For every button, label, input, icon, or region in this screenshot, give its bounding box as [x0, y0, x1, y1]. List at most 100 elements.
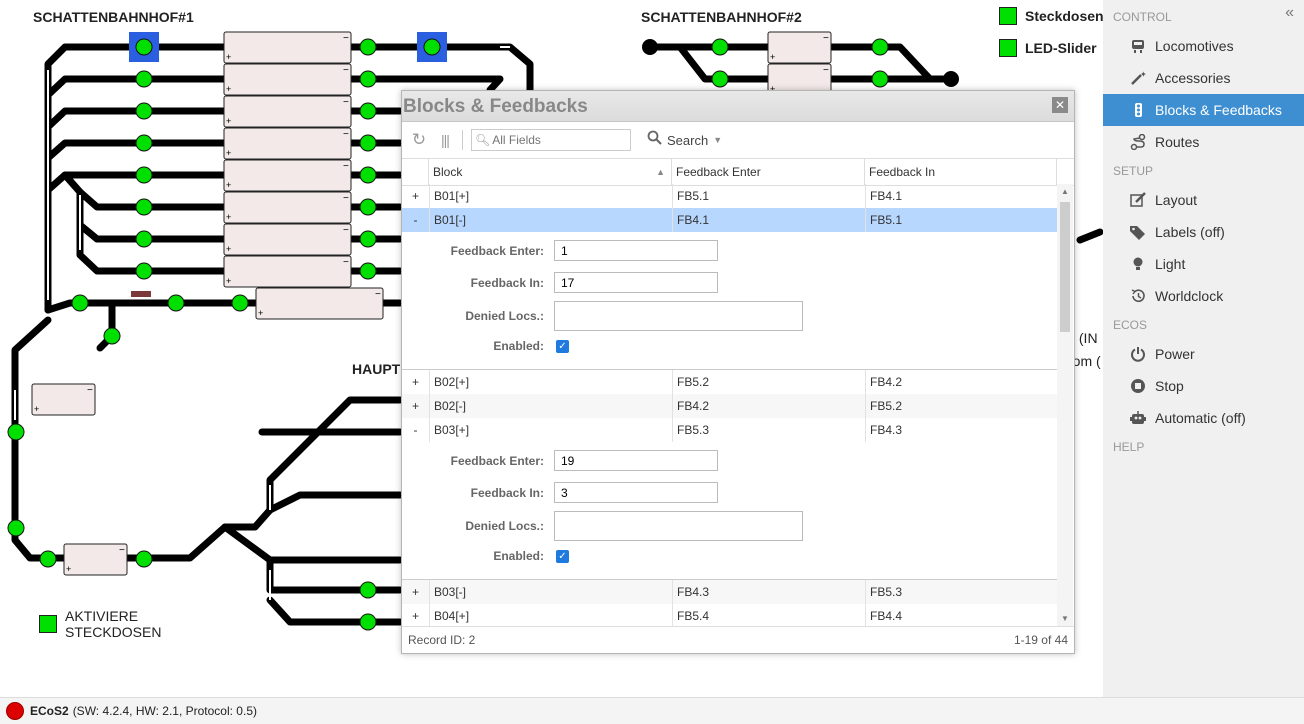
- cell-feedback-enter: FB4.2: [672, 394, 865, 418]
- block-plus-marker: +: [66, 564, 71, 574]
- block-plus-marker: +: [226, 244, 231, 254]
- table-row[interactable]: + B03[-] FB4.3 FB5.3: [402, 580, 1057, 604]
- table-row[interactable]: + B02[+] FB5.2 FB4.2: [402, 370, 1057, 394]
- cell-feedback-in: FB5.1: [865, 208, 1057, 232]
- feedback-enter-field[interactable]: [554, 450, 718, 471]
- column-header-block[interactable]: Block ▲: [429, 159, 672, 185]
- dialog-toolbar: ↻ ||| 🔍︎ Search ▼: [402, 122, 1074, 159]
- track-layout: +−+−+−+−+−+−+−+−+−+−+−+−+− SCHATTENBAHNH…: [7, 7, 1104, 640]
- sidebar-item-label: Light: [1155, 256, 1186, 272]
- sidebar-item-routes[interactable]: Routes: [1103, 126, 1304, 158]
- enabled-checkbox[interactable]: ✓: [556, 339, 569, 353]
- block-plus-marker: +: [258, 308, 263, 318]
- sidebar-item-label: Accessories: [1155, 70, 1231, 86]
- expand-toggle[interactable]: +: [411, 585, 419, 599]
- sidebar-item-light[interactable]: Light: [1103, 248, 1304, 280]
- sidebar-item-labels[interactable]: Labels (off): [1103, 216, 1304, 248]
- reload-icon[interactable]: ↻: [411, 130, 427, 149]
- power-icon: [1129, 345, 1147, 363]
- expand-toggle[interactable]: +: [411, 375, 419, 389]
- status-bar: ECoS2 (SW: 4.2.4, HW: 2.1, Protocol: 0.5…: [0, 697, 1304, 724]
- table-row[interactable]: - B03[+] FB5.3 FB4.3: [402, 418, 1057, 442]
- sidebar-item-automatic[interactable]: Automatic (off): [1103, 402, 1304, 434]
- row-detail-panel: Feedback Enter: Feedback In: Denied Locs…: [402, 232, 1057, 370]
- dialog-title: Blocks & Feedbacks: [403, 96, 588, 117]
- scroll-up-icon[interactable]: ▲: [1061, 187, 1069, 196]
- aktiviere-steckdosen-toggle[interactable]: AKTIVIERE STECKDOSEN: [39, 608, 161, 640]
- section-ecos: ECOS: [1113, 318, 1148, 332]
- grid-scrollbar[interactable]: ▲ ▼: [1057, 184, 1073, 626]
- table-row[interactable]: + B01[+] FB5.1 FB4.1: [402, 184, 1057, 208]
- block-minus-marker: −: [343, 225, 349, 236]
- search-field[interactable]: 🔍︎: [471, 129, 631, 151]
- sidebar-item-worldclock[interactable]: Worldclock: [1103, 280, 1304, 312]
- block-minus-marker: −: [823, 33, 829, 44]
- scrollbar-thumb[interactable]: [1060, 202, 1070, 332]
- enabled-checkbox[interactable]: ✓: [556, 549, 569, 563]
- block-minus-marker: −: [823, 65, 829, 76]
- search-input[interactable]: [490, 132, 625, 148]
- columns-icon[interactable]: |||: [441, 132, 450, 148]
- close-icon[interactable]: ✕: [1052, 97, 1068, 113]
- sidebar-item-layout[interactable]: Layout: [1103, 184, 1304, 216]
- collapse-sidebar-icon[interactable]: «: [1285, 4, 1294, 21]
- aktiviere-label-line1: AKTIVIERE: [65, 608, 139, 624]
- sidebar-item-label: Labels (off): [1155, 224, 1225, 240]
- denied-locs-field[interactable]: [554, 301, 803, 331]
- steckdosen-indicator: [999, 7, 1017, 25]
- steckdosen-toggle[interactable]: Steckdosen: [999, 7, 1104, 25]
- denied-locs-field[interactable]: [554, 511, 803, 541]
- column-header-feedback-enter[interactable]: Feedback Enter: [672, 159, 865, 185]
- column-header-label: Block: [433, 165, 463, 179]
- block-minus-marker: −: [343, 193, 349, 204]
- dialog-titlebar[interactable]: Blocks & Feedbacks ✕: [402, 91, 1074, 122]
- cell-feedback-enter: FB5.2: [672, 370, 865, 394]
- cell-feedback-in: FB4.2: [865, 370, 1057, 394]
- search-small-icon: 🔍︎: [475, 133, 491, 147]
- block-minus-marker: −: [87, 385, 93, 396]
- feedback-in-field[interactable]: [554, 272, 718, 293]
- table-row[interactable]: - B01[-] FB4.1 FB5.1: [402, 208, 1057, 232]
- table-row[interactable]: + B02[-] FB4.2 FB5.2: [402, 394, 1057, 418]
- expand-toggle[interactable]: +: [411, 399, 419, 413]
- cell-feedback-enter: FB4.1: [672, 208, 865, 232]
- power-status-icon[interactable]: [6, 702, 24, 720]
- block-plus-marker: +: [226, 180, 231, 190]
- expand-toggle[interactable]: +: [411, 189, 419, 203]
- cell-block: B03[-]: [429, 580, 672, 604]
- scroll-down-icon[interactable]: ▼: [1061, 614, 1069, 623]
- feedback-enter-label: Feedback Enter:: [450, 453, 544, 468]
- search-button[interactable]: Search ▼: [647, 130, 722, 150]
- record-range: 1-19 of 44: [1013, 633, 1068, 647]
- block-minus-marker: −: [343, 33, 349, 44]
- sidebar-item-blocks-feedbacks[interactable]: Blocks & Feedbacks: [1103, 94, 1304, 126]
- expand-toggle[interactable]: -: [413, 423, 418, 437]
- expand-toggle[interactable]: +: [411, 609, 419, 623]
- expand-column-header: [402, 159, 429, 185]
- led-slider-toggle[interactable]: LED-Slider: [999, 39, 1097, 57]
- dialog-footer: Record ID: 2 1-19 of 44: [402, 626, 1074, 653]
- record-id: Record ID: 2: [408, 633, 476, 647]
- column-header-feedback-in[interactable]: Feedback In: [865, 159, 1057, 185]
- sidebar-item-locomotives[interactable]: Locomotives: [1103, 30, 1304, 62]
- column-header-label: Feedback In: [869, 165, 936, 179]
- sidebar-item-label: Blocks & Feedbacks: [1155, 102, 1282, 118]
- table-row[interactable]: + B04[+] FB5.4 FB4.4: [402, 604, 1057, 626]
- feedback-in-field[interactable]: [554, 482, 718, 503]
- sidebar-item-label: Routes: [1155, 134, 1200, 150]
- led-slider-label: LED-Slider: [1025, 40, 1097, 56]
- sidebar-item-stop[interactable]: Stop: [1103, 370, 1304, 402]
- expand-toggle[interactable]: -: [413, 213, 418, 227]
- block-minus-marker: −: [343, 257, 349, 268]
- feedback-in-label: Feedback In:: [470, 485, 544, 500]
- search-button-label: Search: [667, 132, 709, 148]
- sidebar-item-label: Layout: [1155, 192, 1198, 208]
- cell-feedback-in: FB4.4: [865, 604, 1057, 626]
- cell-feedback-enter: FB5.4: [672, 604, 865, 626]
- sidebar-item-power[interactable]: Power: [1103, 338, 1304, 370]
- block-plus-marker: +: [226, 116, 231, 126]
- chevron-down-icon: ▼: [713, 135, 723, 145]
- feedback-enter-field[interactable]: [554, 240, 718, 261]
- grid-header: Block ▲ Feedback Enter Feedback In: [402, 159, 1074, 186]
- sidebar-item-accessories[interactable]: ✦ Accessories: [1103, 62, 1304, 94]
